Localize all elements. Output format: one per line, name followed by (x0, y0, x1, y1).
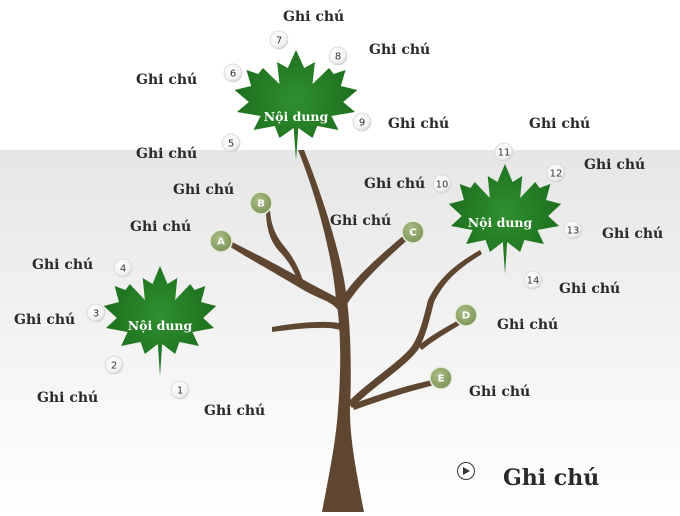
number-badge-12: 12 (547, 164, 565, 182)
note-1: Ghi chú (204, 403, 265, 419)
note-6: Ghi chú (136, 72, 197, 88)
number-badge-label: 6 (230, 69, 236, 80)
letter-badge-B: B (250, 192, 272, 214)
note-7: Ghi chú (283, 9, 344, 25)
number-badge-7: 7 (270, 31, 288, 49)
letter-badge-label: A (217, 237, 225, 248)
note-a: Ghi chú (130, 219, 191, 235)
letter-badge-C: C (402, 221, 424, 243)
number-badge-label: 11 (498, 148, 511, 159)
note-13: Ghi chú (602, 226, 663, 242)
number-badge-3: 3 (87, 304, 105, 322)
letter-badge-A: A (210, 230, 232, 252)
number-badge-1: 1 (171, 381, 189, 399)
number-badge-14: 14 (524, 271, 542, 289)
number-badge-label: 3 (93, 309, 99, 320)
number-badge-11: 11 (495, 143, 513, 161)
number-badge-label: 10 (436, 180, 449, 191)
number-badge-9: 9 (353, 113, 371, 131)
number-badge-label: 9 (359, 118, 365, 129)
note-e: Ghi chú (469, 384, 530, 400)
note-9: Ghi chú (388, 116, 449, 132)
number-badge-6: 6 (224, 64, 242, 82)
number-badge-label: 7 (276, 36, 282, 47)
footer-note: Ghi chú (503, 465, 599, 491)
number-badge-label: 12 (550, 169, 563, 180)
leaf-left-label: Nội dung (128, 318, 193, 333)
letter-badge-label: C (409, 228, 416, 239)
number-badge-4: 4 (114, 259, 132, 277)
letter-badge-E: E (430, 367, 452, 389)
number-badge-10: 10 (433, 175, 451, 193)
number-badge-label: 5 (228, 139, 234, 150)
note-12: Ghi chú (584, 157, 645, 173)
number-badge-label: 2 (111, 361, 117, 372)
letter-badge-D: D (455, 304, 477, 326)
letter-badge-label: E (438, 374, 445, 385)
leaf-top-label: Nội dung (264, 109, 329, 124)
number-badge-label: 13 (567, 226, 580, 237)
number-badge-13: 13 (564, 221, 582, 239)
note-11: Ghi chú (529, 116, 590, 132)
play-button[interactable] (457, 462, 475, 480)
number-badge-label: 8 (335, 52, 341, 63)
letter-badge-label: D (462, 311, 470, 322)
number-badge-8: 8 (329, 47, 347, 65)
note-b: Ghi chú (173, 182, 234, 198)
note-14: Ghi chú (559, 281, 620, 297)
note-c: Ghi chú (330, 213, 391, 229)
note-10: Ghi chú (364, 176, 425, 192)
note-5: Ghi chú (136, 146, 197, 162)
letter-badge-label: B (257, 199, 265, 210)
number-badge-2: 2 (105, 356, 123, 374)
leaf-right-label: Nội dung (468, 215, 533, 230)
number-badge-5: 5 (222, 134, 240, 152)
note-3: Ghi chú (14, 312, 75, 328)
note-8: Ghi chú (369, 42, 430, 58)
leaf-top (235, 50, 358, 160)
note-2: Ghi chú (37, 390, 98, 406)
note-d: Ghi chú (497, 317, 558, 333)
note-4: Ghi chú (32, 257, 93, 273)
number-badge-label: 4 (120, 264, 126, 275)
number-badge-label: 14 (527, 276, 540, 287)
number-badge-label: 1 (177, 386, 183, 397)
